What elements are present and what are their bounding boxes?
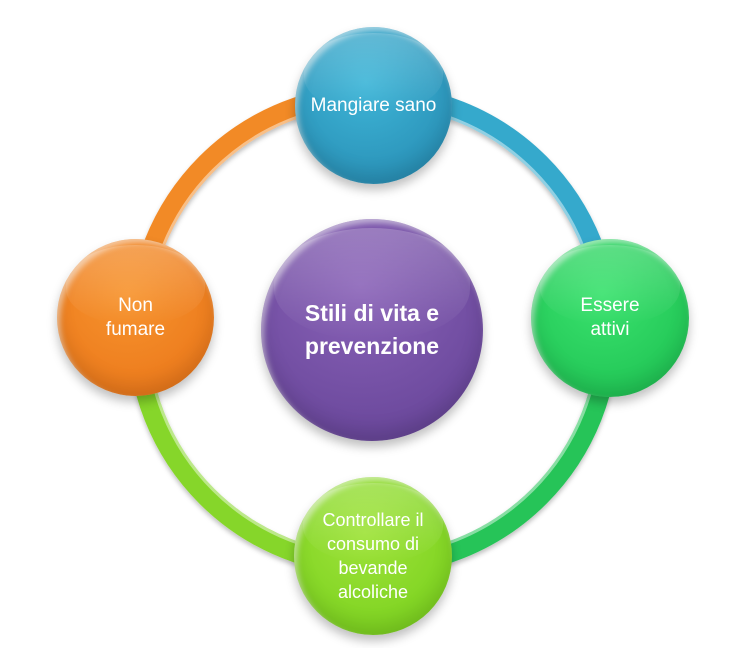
node-essere-attivi: Essere attivi	[531, 239, 689, 397]
node-non-fumare: Non fumare	[57, 239, 214, 396]
node-mangiare-sano: Mangiare sano	[295, 27, 452, 184]
node-controllare-alcol: Controllare il consumo di bevande alcoli…	[294, 477, 452, 635]
node-label: Controllare il consumo di bevande alcoli…	[322, 510, 424, 602]
center-label: Stili di vita e prevenzione	[304, 300, 440, 359]
center-node: Stili di vita e prevenzione	[261, 219, 483, 441]
node-label: Essere attivi	[580, 295, 640, 340]
node-label: Mangiare sano	[310, 94, 437, 116]
node-label: Non fumare	[105, 294, 166, 340]
